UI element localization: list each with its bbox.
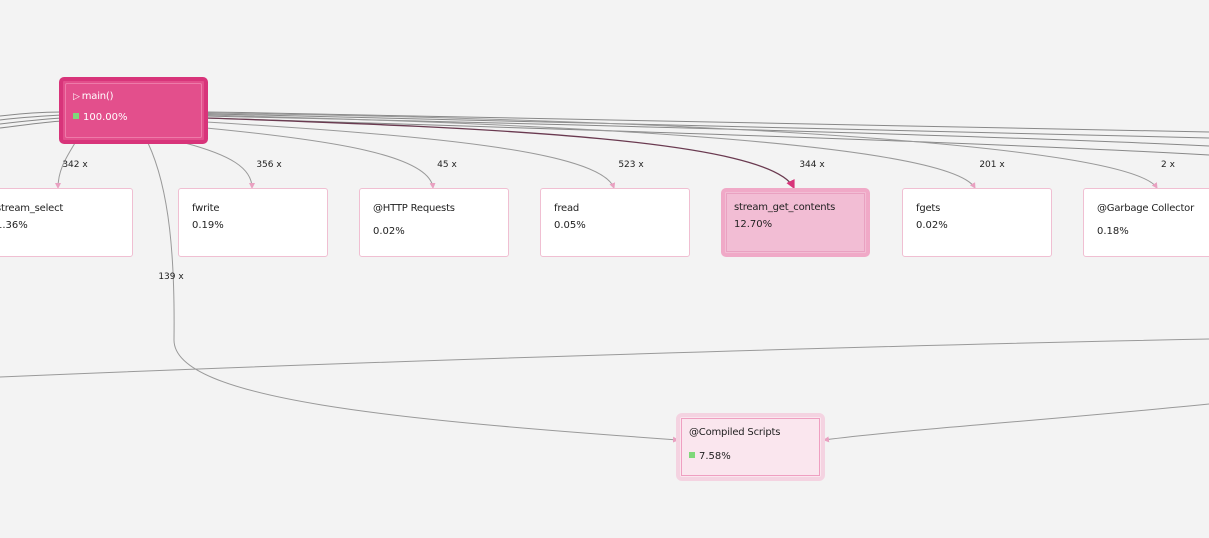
node-compiled-inner — [681, 418, 820, 476]
node-fwrite-label: fwrite — [192, 203, 220, 214]
node-compiled-scripts[interactable]: @Compiled Scripts 7.58% — [676, 413, 825, 481]
edge-offscreen-4 — [205, 117, 1209, 156]
edge-label-sgc: 344 x — [799, 160, 825, 170]
node-stream-select-label: stream_select — [0, 203, 64, 214]
edge-label-http: 45 x — [437, 160, 457, 170]
edge-label-compiled: 139 x — [158, 272, 184, 282]
node-gc-pct: 0.18% — [1097, 226, 1129, 237]
node-fgets[interactable]: fgets 0.02% — [902, 188, 1052, 257]
edge-stream-get-contents — [205, 117, 795, 190]
node-main-label: main() — [81, 91, 114, 102]
node-http-pct: 0.02% — [373, 226, 405, 237]
edge-gc — [205, 112, 1158, 189]
node-http-label: @HTTP Requests — [373, 203, 455, 214]
node-stream-select-pct: 1.36% — [0, 220, 28, 231]
node-main[interactable]: ▷main() 100.00% — [59, 77, 208, 144]
edge-left-offscreen — [0, 338, 1209, 378]
node-fwrite-pct: 0.19% — [192, 220, 224, 231]
edge-incoming-2 — [0, 114, 63, 121]
node-sgc-label: stream_get_contents — [734, 202, 836, 213]
node-stream-get-contents[interactable]: stream_get_contents 12.70% — [721, 188, 870, 257]
edge-fgets — [205, 114, 976, 189]
node-fwrite[interactable]: fwrite 0.19% — [178, 188, 328, 257]
node-compiled-pct: 7.58% — [699, 451, 731, 462]
node-sgc-pct: 12.70% — [734, 219, 773, 230]
node-main-title: ▷main() — [73, 91, 114, 102]
edge-label-fwrite: 356 x — [256, 160, 282, 170]
node-fgets-label: fgets — [916, 203, 941, 214]
status-swatch-icon — [73, 113, 79, 119]
node-main-percent: 100.00% — [73, 112, 128, 123]
node-fread-label: fread — [554, 203, 580, 214]
edge-offscreen-3 — [205, 115, 1209, 147]
edge-incoming-4 — [0, 120, 63, 129]
edge-incoming-3 — [0, 117, 63, 125]
edge-label-stream-select: 342 x — [62, 160, 88, 170]
edge-fread — [205, 121, 616, 189]
edge-fwrite — [184, 142, 255, 189]
play-flag-icon: ▷ — [73, 92, 80, 102]
node-fread[interactable]: fread 0.05% — [540, 188, 690, 257]
node-main-pct: 100.00% — [83, 112, 128, 123]
node-garbage-collector[interactable]: @Garbage Collector 0.18% — [1083, 188, 1209, 257]
node-main-inner — [65, 83, 202, 138]
node-compiled-label: @Compiled Scripts — [689, 427, 781, 438]
edge-right-to-compiled — [823, 403, 1209, 443]
edge-compiled — [147, 142, 679, 443]
edge-http — [205, 127, 436, 189]
status-swatch-icon — [689, 452, 695, 458]
edge-label-fread: 523 x — [618, 160, 644, 170]
node-gc-label: @Garbage Collector — [1097, 203, 1195, 214]
edge-incoming-1 — [0, 111, 63, 117]
node-fread-pct: 0.05% — [554, 220, 586, 231]
edge-label-fgets: 201 x — [979, 160, 1005, 170]
node-fgets-pct: 0.02% — [916, 220, 948, 231]
node-stream-select[interactable]: stream_select 1.36% — [0, 188, 133, 257]
node-http-requests[interactable]: @HTTP Requests 0.02% — [359, 188, 509, 257]
edge-stream-select — [55, 142, 76, 189]
edge-label-gc: 2 x — [1161, 160, 1175, 170]
node-compiled-percent: 7.58% — [689, 451, 731, 462]
node-sgc-inner — [726, 193, 865, 252]
